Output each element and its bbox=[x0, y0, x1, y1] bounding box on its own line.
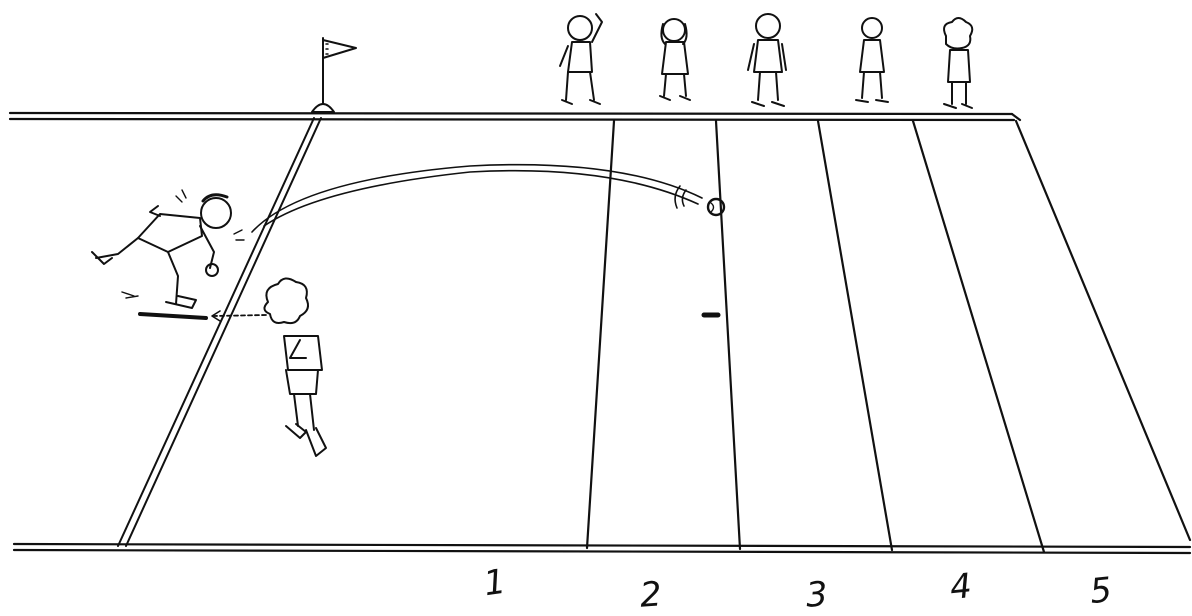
zone-label-1: 1 bbox=[482, 565, 508, 602]
spectator-1 bbox=[560, 14, 602, 104]
zone-divider-2 bbox=[716, 121, 740, 549]
far-boundary-line bbox=[10, 113, 1020, 120]
zone-divider-4 bbox=[913, 121, 1044, 552]
flag-icon bbox=[312, 38, 356, 112]
zone-divider-3 bbox=[818, 121, 892, 550]
indicator-arrow bbox=[214, 315, 266, 316]
throwing-line bbox=[118, 118, 321, 546]
spectator-3 bbox=[748, 14, 786, 106]
observing-child bbox=[264, 278, 326, 456]
spectator-4 bbox=[856, 18, 888, 102]
zone-label-2: 2 bbox=[639, 577, 663, 612]
zone-label-3: 3 bbox=[805, 577, 829, 612]
near-boundary-line bbox=[14, 544, 1190, 553]
spectator-2 bbox=[660, 19, 690, 100]
zone-divider-1 bbox=[587, 121, 614, 548]
zone-label-4: 4 bbox=[948, 569, 973, 605]
zone-dividers bbox=[587, 121, 1190, 552]
throwing-child bbox=[92, 190, 244, 318]
ball-trajectory bbox=[252, 165, 702, 232]
zone-divider-5 bbox=[1016, 121, 1190, 540]
spectator-5 bbox=[944, 18, 972, 108]
